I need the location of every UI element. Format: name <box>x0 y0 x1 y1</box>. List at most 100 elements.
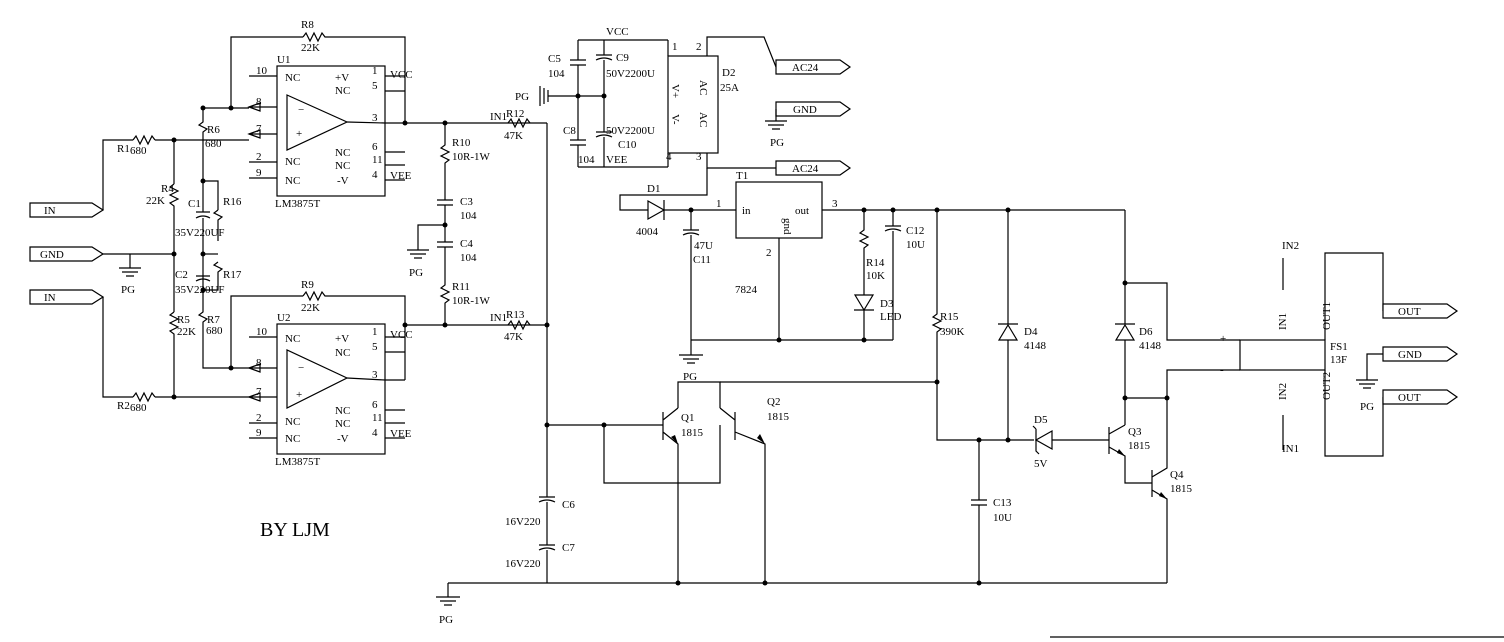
svg-text:IN2: IN2 <box>1282 240 1299 252</box>
svg-text:NC: NC <box>335 347 350 359</box>
q2-transistor: Q2 1815 <box>719 396 790 583</box>
r11-name: R11 <box>452 281 470 293</box>
svg-text:NC: NC <box>285 72 300 84</box>
svg-text:Q4: Q4 <box>1170 469 1184 481</box>
svg-text:+V: +V <box>335 72 349 84</box>
svg-text:1: 1 <box>372 326 378 338</box>
r13-value: 47K <box>504 331 523 343</box>
port-gnd-right: GND <box>1382 346 1459 362</box>
port-out-bottom: OUT <box>1382 389 1459 405</box>
svg-text:IN1: IN1 <box>1277 313 1289 330</box>
t1-regulator: in out gnd T1 7824 2 3 <box>735 170 838 296</box>
svg-text:7: 7 <box>256 123 262 135</box>
svg-text:9: 9 <box>256 167 262 179</box>
pg-ps-label: PG <box>515 91 529 103</box>
svg-text:-V: -V <box>337 175 349 187</box>
port-ac24-mid: AC24 <box>775 160 852 176</box>
pg-ground-bottom: PG <box>436 596 460 626</box>
r1-value: 680 <box>130 145 147 157</box>
c8-name: C8 <box>563 125 576 137</box>
svg-text:PG: PG <box>121 284 135 296</box>
svg-text:+: + <box>1220 333 1226 345</box>
svg-text:4148: 4148 <box>1139 340 1162 352</box>
svg-text:NC: NC <box>285 156 300 168</box>
svg-text:2: 2 <box>696 41 702 53</box>
r6-value: 680 <box>205 138 222 150</box>
svg-text:LM3875T: LM3875T <box>275 456 321 468</box>
svg-text:1815: 1815 <box>767 411 790 423</box>
svg-text:-: - <box>1220 364 1224 376</box>
svg-text:7824: 7824 <box>735 284 758 296</box>
r4-name: R4 <box>161 183 174 195</box>
svg-text:out: out <box>795 205 809 217</box>
svg-text:5V: 5V <box>1034 458 1048 470</box>
r6-name: R6 <box>207 124 220 136</box>
svg-text:D2: D2 <box>722 67 735 79</box>
svg-text:+V: +V <box>335 333 349 345</box>
c6-value: 16V220 <box>505 516 541 528</box>
svg-text:4004: 4004 <box>636 226 659 238</box>
pg-gnd-top-label: PG <box>770 137 784 149</box>
c11-value: 47U <box>694 240 713 252</box>
svg-text:10: 10 <box>256 65 268 77</box>
fs1-relay: + - FS1 13F IN2 IN1 IN1 IN2 OUT1 OUT2 <box>1220 240 1348 455</box>
svg-text:10: 10 <box>256 326 268 338</box>
svg-text:6: 6 <box>372 399 378 411</box>
svg-text:AC: AC <box>697 80 709 95</box>
svg-text:11: 11 <box>372 412 383 424</box>
r5-value: 22K <box>177 326 196 338</box>
svg-text:Q3: Q3 <box>1128 426 1142 438</box>
r9-name: R9 <box>301 279 314 291</box>
svg-text:NC: NC <box>335 160 350 172</box>
svg-text:6: 6 <box>372 141 378 153</box>
svg-text:3: 3 <box>372 112 378 124</box>
svg-text:1815: 1815 <box>681 427 704 439</box>
r15-value: 390K <box>940 326 965 338</box>
svg-text:U2: U2 <box>277 312 290 324</box>
r2-name: R2 <box>117 400 130 412</box>
pg-ground-left: PG <box>119 254 141 296</box>
c9-name: C9 <box>616 52 629 64</box>
svg-text:3: 3 <box>696 151 702 163</box>
svg-text:VCC: VCC <box>390 69 413 81</box>
c9-value: 50V2200U <box>606 68 655 80</box>
svg-text:D1: D1 <box>647 183 660 195</box>
svg-text:IN: IN <box>44 205 56 217</box>
svg-text:T1: T1 <box>736 170 748 182</box>
svg-text:2: 2 <box>256 151 262 163</box>
c13-value: 10U <box>993 512 1012 524</box>
d6-diode: D6 4148 <box>1114 323 1162 352</box>
q3-transistor: Q3 1815 <box>1108 424 1152 484</box>
svg-text:VEE: VEE <box>390 170 412 182</box>
r4-value: 22K <box>146 195 165 207</box>
r17-name: R17 <box>223 269 242 281</box>
svg-text:AC24: AC24 <box>792 163 819 175</box>
c12-value: 10U <box>906 239 925 251</box>
r5-name: R5 <box>177 314 190 326</box>
r15-name: R15 <box>940 311 959 323</box>
svg-text:GND: GND <box>40 249 64 261</box>
svg-text:5: 5 <box>372 80 378 92</box>
c4-name: C4 <box>460 238 473 250</box>
svg-text:OUT1: OUT1 <box>1321 302 1333 330</box>
d2-bridge: V+ V- AC AC 1 2 3 4 D2 25A <box>666 41 739 163</box>
c7-value: 16V220 <box>505 558 541 570</box>
c7-name: C7 <box>562 542 575 554</box>
svg-text:VCC: VCC <box>390 329 413 341</box>
svg-text:V+: V+ <box>669 84 681 98</box>
svg-text:OUT: OUT <box>1398 306 1421 318</box>
svg-text:VEE: VEE <box>390 428 412 440</box>
r14-value: 10K <box>866 270 885 282</box>
svg-text:Q2: Q2 <box>767 396 780 408</box>
svg-text:25A: 25A <box>720 82 739 94</box>
r2-value: 680 <box>130 402 147 414</box>
q4-transistor: Q4 1815 <box>1151 398 1193 583</box>
r8-value: 22K <box>301 42 320 54</box>
r16-name: R16 <box>223 196 242 208</box>
svg-text:LED: LED <box>880 311 901 323</box>
d5-zener: D5 5V <box>1032 414 1109 470</box>
svg-text:1815: 1815 <box>1128 440 1151 452</box>
r1-name: R1 <box>117 143 130 155</box>
svg-text:8: 8 <box>256 357 262 369</box>
svg-text:in: in <box>742 205 751 217</box>
